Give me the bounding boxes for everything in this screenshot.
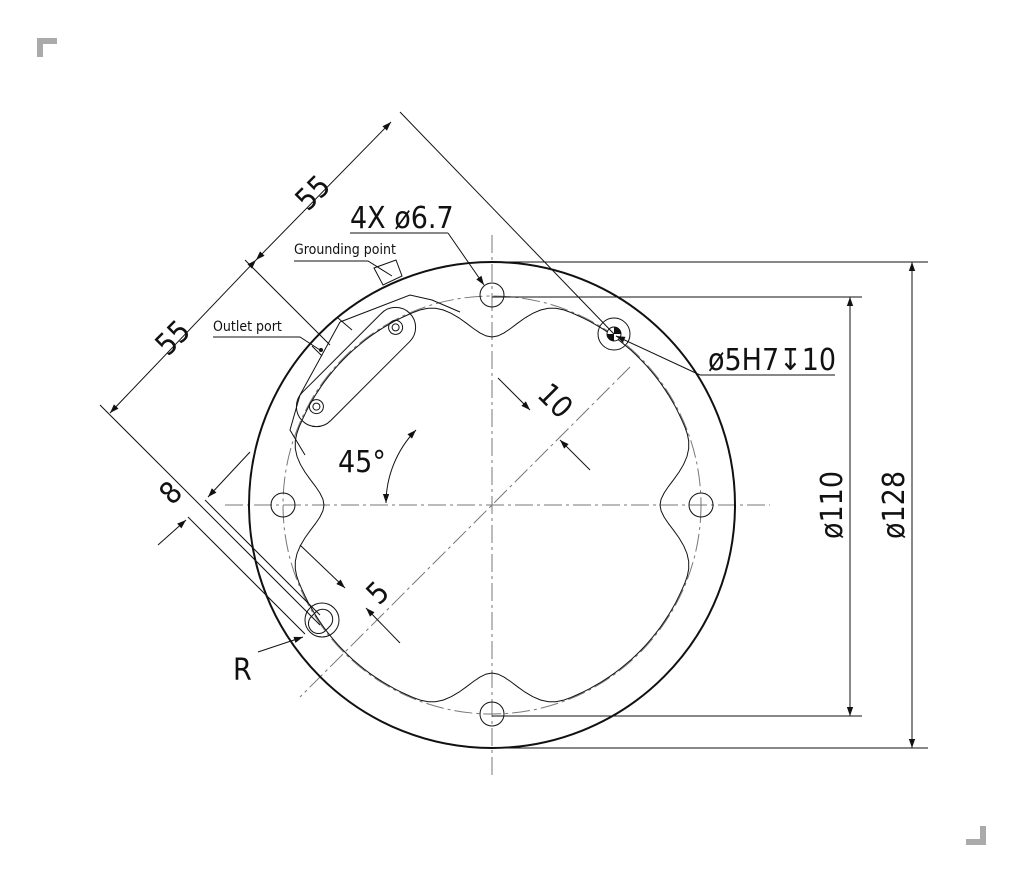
bolt-hole-left	[270, 492, 296, 518]
dia-110: ø110	[815, 471, 850, 539]
radius-label: R	[233, 653, 252, 688]
arm-pocket	[289, 294, 461, 456]
bolt-hole-top	[479, 282, 505, 308]
dia-128: ø128	[877, 471, 912, 539]
dim-10: 10	[530, 377, 579, 426]
center-line-diagonal	[299, 366, 631, 698]
dowel-callout: ø5H7↧10	[708, 343, 836, 378]
slot-R	[304, 602, 340, 638]
corner-mark-top-left	[37, 38, 57, 57]
dim-8: 8	[153, 475, 190, 512]
grounding-point-label: Grounding point	[294, 242, 396, 258]
grounding-lug	[373, 259, 403, 286]
pitch-circle	[282, 295, 702, 715]
holes-callout: 4X ø6.7	[350, 201, 454, 236]
outlet-port-dot	[319, 348, 323, 352]
angle-45: 45°	[338, 445, 386, 480]
bolt-hole-bottom	[479, 701, 505, 727]
corner-mark-bottom-right	[966, 826, 986, 845]
outlet-arm	[295, 306, 417, 428]
dim-left-55: 55	[149, 314, 198, 363]
bolt-hole-right	[688, 492, 714, 518]
dim-top-55: 55	[289, 169, 338, 218]
outlet-port-label: Outlet port	[213, 319, 282, 335]
inner-lobed-outline	[294, 307, 690, 703]
dim-5: 5	[360, 575, 397, 612]
